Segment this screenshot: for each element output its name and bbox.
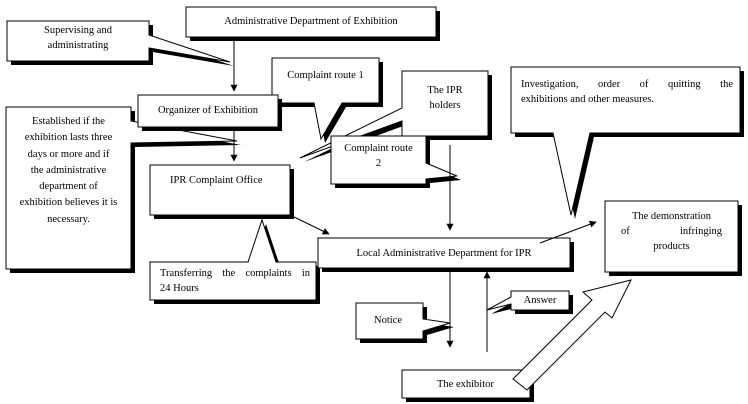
supervising-label: Supervising and administrating	[44, 25, 112, 52]
complaint-route-2-label: Complaint route 2	[344, 143, 413, 170]
notice-label: Notice	[374, 315, 402, 326]
transferring-label: Transferring the complaints in 24 Hours	[160, 268, 310, 295]
admin-dept-label: Administrative Department of Exhibition	[224, 16, 398, 27]
block-arrow-to-demonstration	[512, 279, 632, 391]
investigation-label: Investigation, order of quitting the exh…	[521, 79, 733, 106]
exhibitor-label: The exhibitor	[437, 379, 494, 390]
organizer-label: Organizer of Exhibition	[157, 105, 259, 116]
established-label: Established if the exhibition lasts thre…	[19, 116, 118, 225]
transferring-callout	[149, 218, 320, 304]
notice-callout	[355, 302, 454, 343]
arrow-local-dept-to-demonstration	[539, 220, 597, 244]
demonstration-label: The demonstration of infringing products	[621, 211, 722, 253]
demonstration-box	[604, 200, 742, 276]
admin-dept-box	[185, 6, 440, 41]
ipr-holders-label: The IPR holders	[427, 85, 463, 112]
local-dept-box	[317, 237, 574, 272]
answer-label: Answer	[523, 295, 557, 306]
arrow-office-to-local-dept	[289, 214, 330, 235]
ipr-office-label: IPR Complaint Office	[170, 175, 263, 186]
answer-callout	[486, 290, 573, 314]
complaint-route-1-label: Complaint route 1	[287, 70, 364, 81]
ipr-office-box	[149, 164, 294, 219]
complaint-route-2-callout	[330, 135, 461, 188]
established-callout	[5, 106, 241, 273]
supervising-callout	[6, 20, 234, 66]
local-dept-label: Local Administrative Department for IPR	[356, 248, 532, 259]
investigation-callout	[510, 66, 744, 219]
organizer-box	[137, 94, 282, 131]
